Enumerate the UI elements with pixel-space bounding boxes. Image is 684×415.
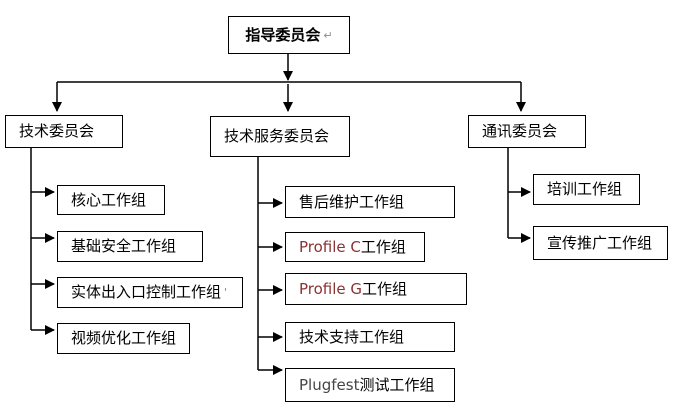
box-physical-access-control-working-group: 实体出入口控制工作组' xyxy=(57,277,243,308)
plugfest-label: Plugfest xyxy=(299,375,360,394)
box-technical-service-committee: 技术服务委员会 xyxy=(210,116,350,157)
box-steering-committee: 指导委员会↵ xyxy=(228,16,350,54)
box-core-working-group: 核心工作组 xyxy=(57,185,165,215)
box-communication-committee: 通讯委员会 xyxy=(468,115,586,148)
box-training-working-group: 培训工作组 xyxy=(533,174,640,205)
technical-support-working-group-label: 技术支持工作组 xyxy=(299,327,405,346)
box-profile-c-working-group: Profile C 工作组 xyxy=(285,232,425,262)
after-sales-maintenance-working-group-label: 售后维护工作组 xyxy=(299,192,405,211)
technical-service-committee-label: 技术服务委员会 xyxy=(224,127,330,145)
profile-g-label: Profile G xyxy=(299,279,363,298)
box-after-sales-maintenance-working-group: 售后维护工作组 xyxy=(285,186,455,218)
box-technical-support-working-group: 技术支持工作组 xyxy=(285,322,455,352)
publicity-promotion-working-group-label: 宣传推广工作组 xyxy=(547,233,653,252)
technical-committee-label: 技术委员会 xyxy=(19,122,95,140)
box-publicity-promotion-working-group: 宣传推广工作组 xyxy=(533,226,668,260)
box-video-optimization-working-group: 视频优化工作组 xyxy=(57,323,190,354)
training-working-group-label: 培训工作组 xyxy=(547,180,623,198)
paragraph-mark: ↵ xyxy=(323,28,333,42)
steering-committee-label: 指导委员会 xyxy=(245,25,321,44)
profile-g-working-group-label: 工作组 xyxy=(362,279,408,298)
profile-c-working-group-label: 工作组 xyxy=(360,237,406,256)
core-working-group-label: 核心工作组 xyxy=(71,190,147,209)
box-basic-security-working-group: 基础安全工作组 xyxy=(57,231,203,262)
profile-c-label: Profile C xyxy=(299,237,361,256)
physical-access-control-working-group-label: 实体出入口控制工作组 xyxy=(71,283,222,301)
box-plugfest-testing-working-group: Plugfest 测试工作组 xyxy=(285,368,455,402)
basic-security-working-group-label: 基础安全工作组 xyxy=(71,237,177,255)
box-technical-committee: 技术委员会 xyxy=(5,115,123,148)
plugfest-testing-working-group-label: 测试工作组 xyxy=(359,375,435,394)
video-optimization-working-group-label: 视频优化工作组 xyxy=(71,329,177,347)
space-mark: ' xyxy=(224,286,228,299)
communication-committee-label: 通讯委员会 xyxy=(482,122,558,140)
box-profile-g-working-group: Profile G 工作组 xyxy=(285,273,467,305)
